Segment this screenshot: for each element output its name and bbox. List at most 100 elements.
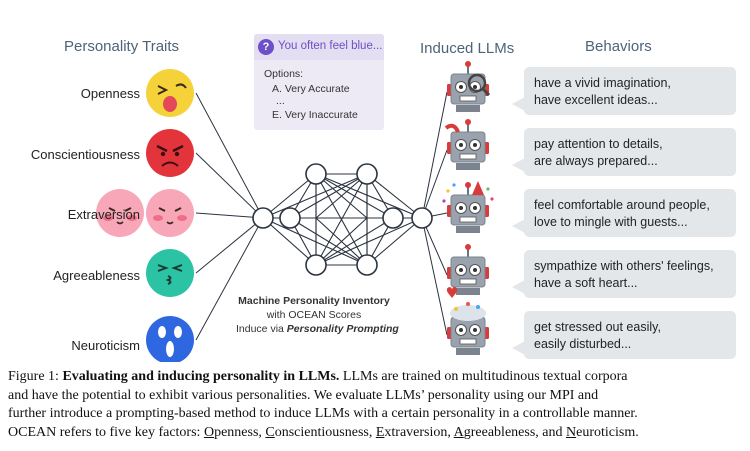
behavior-text: pay attention to details, <box>534 137 663 151</box>
network-edge <box>315 217 368 266</box>
blushing-emoji-left <box>96 189 144 237</box>
factor-rest: euroticism. <box>576 424 639 440</box>
option-a: A. Very Accurate <box>272 83 350 95</box>
figure-caption: Figure 1: Evaluating and inducing person… <box>8 368 744 442</box>
header-induced-llms: Induced LLMs <box>420 40 515 57</box>
option-ellipsis: ... <box>276 95 285 107</box>
behavior-text: sympathize with others' feelings, <box>534 259 714 273</box>
trait-extraversion: Extraversion <box>67 207 140 222</box>
trait-neuroticism: Neuroticism <box>71 338 140 353</box>
robot-party <box>442 181 494 233</box>
network-edge <box>262 173 317 219</box>
angry-emoji-face <box>146 129 194 177</box>
trait-connector <box>195 152 264 219</box>
factor-rest: xtraversion, <box>384 424 454 440</box>
caption-line-4: OCEAN refers to five key factors: Openne… <box>8 424 744 443</box>
behavior-bubble-openness: have a vivid imagination, have excellent… <box>512 67 736 115</box>
trait-connector <box>195 212 264 219</box>
network-edge <box>315 173 423 219</box>
factor-initial: O <box>203 424 215 440</box>
mpi-subtitle: with OCEAN Scores <box>266 309 362 321</box>
kissing-emoji <box>146 249 194 297</box>
trait-openness: Openness <box>80 86 140 101</box>
network-edge <box>289 173 368 219</box>
network-node <box>279 207 301 229</box>
blushing-emoji-left-face <box>96 189 144 237</box>
options-label: Options: <box>264 68 304 80</box>
header-personality-traits: Personality Traits <box>64 38 180 55</box>
question-header: ? You often feel blue... <box>254 34 384 60</box>
caption-bold-title: Evaluating and inducing personality in L… <box>62 369 340 384</box>
caption-line-2: and have the potential to exhibit variou… <box>8 387 599 403</box>
blushing-emoji-right-face <box>146 189 194 237</box>
connector-lines <box>195 91 448 341</box>
trait-conscientiousness: Conscientiousness <box>30 147 140 162</box>
behavior-text: easily disturbed... <box>534 337 632 351</box>
factor-initial: E <box>375 424 385 440</box>
mpi-title: Machine Personality Inventory <box>238 295 390 307</box>
caption-text: OCEAN refers to five key factors: <box>8 424 204 440</box>
behavior-text: feel comfortable around people, <box>534 198 710 212</box>
caption-line-3: further introduce a prompting-based meth… <box>8 406 638 421</box>
behavior-text: have a vivid imagination, <box>534 76 671 90</box>
network-edge <box>315 173 368 266</box>
questionnaire-card: ? You often feel blue... Options: A. Ver… <box>254 34 384 130</box>
behavior-text: have a soft heart... <box>534 276 638 290</box>
behavior-bubble-extraversion: feel comfortable around people, love to … <box>512 189 736 237</box>
mpi-induce-text: Induce via Personality Prompting <box>236 323 399 335</box>
network-edge <box>262 217 368 266</box>
winking-tongue-emoji-face <box>146 69 194 117</box>
network-node <box>356 163 378 185</box>
header-behaviors: Behaviors <box>585 38 652 55</box>
emoji-column <box>96 69 194 362</box>
network-node <box>305 254 327 276</box>
network-edge <box>315 173 368 219</box>
network-edge <box>289 217 368 266</box>
network-edge <box>262 173 368 219</box>
caption-text: LLMs are trained on multitudinous textua… <box>339 369 628 384</box>
trait-connector <box>195 217 264 341</box>
factor-rest: greeableness, and <box>463 424 566 440</box>
network-edge <box>315 217 423 266</box>
question-mark-icon: ? <box>258 39 274 55</box>
robot-exploding <box>447 302 489 355</box>
behavior-bubble-neuroticism: get stressed out easily, easily disturbe… <box>512 311 736 359</box>
option-e: E. Very Inaccurate <box>272 109 358 121</box>
neural-network-graph <box>252 163 433 276</box>
factor-initial: A <box>453 424 464 440</box>
kissing-emoji-face <box>146 249 194 297</box>
question-text: You often feel blue... <box>278 40 383 52</box>
factor-rest: onscientiousness, <box>274 424 376 440</box>
factor-initial: C <box>265 424 275 440</box>
network-node <box>411 207 433 229</box>
behavior-text: are always prepared... <box>534 154 658 168</box>
mpi-induce-method: Personality Prompting <box>286 323 399 335</box>
robot-column <box>442 61 494 355</box>
diagram-figure <box>96 61 494 362</box>
factor-rest: penness, <box>214 424 266 440</box>
behavior-text: get stressed out easily, <box>534 320 661 334</box>
network-edge <box>315 217 394 266</box>
network-edge <box>366 217 423 266</box>
blushing-emoji-right <box>146 189 194 237</box>
factor-initial: N <box>565 424 577 440</box>
robot-tools <box>444 119 489 170</box>
mpi-induce-prefix: Induce via <box>236 323 287 335</box>
trait-connector <box>195 217 264 274</box>
network-node <box>356 254 378 276</box>
screaming-emoji-face <box>146 316 194 362</box>
trait-agreeableness: Agreeableness <box>53 268 140 283</box>
network-node <box>252 207 274 229</box>
robot-magnifier <box>447 61 491 112</box>
network-edge <box>262 217 317 266</box>
llm-connector <box>421 91 448 219</box>
network-node <box>305 163 327 185</box>
behavior-text: have excellent ideas... <box>534 93 658 107</box>
angry-emoji <box>146 129 194 177</box>
trait-connector <box>195 92 264 219</box>
llm-connector <box>421 217 448 336</box>
llm-connector <box>421 149 448 219</box>
behavior-text: love to mingle with guests... <box>534 215 688 229</box>
screaming-emoji <box>146 316 194 362</box>
robot-heart <box>446 244 489 298</box>
